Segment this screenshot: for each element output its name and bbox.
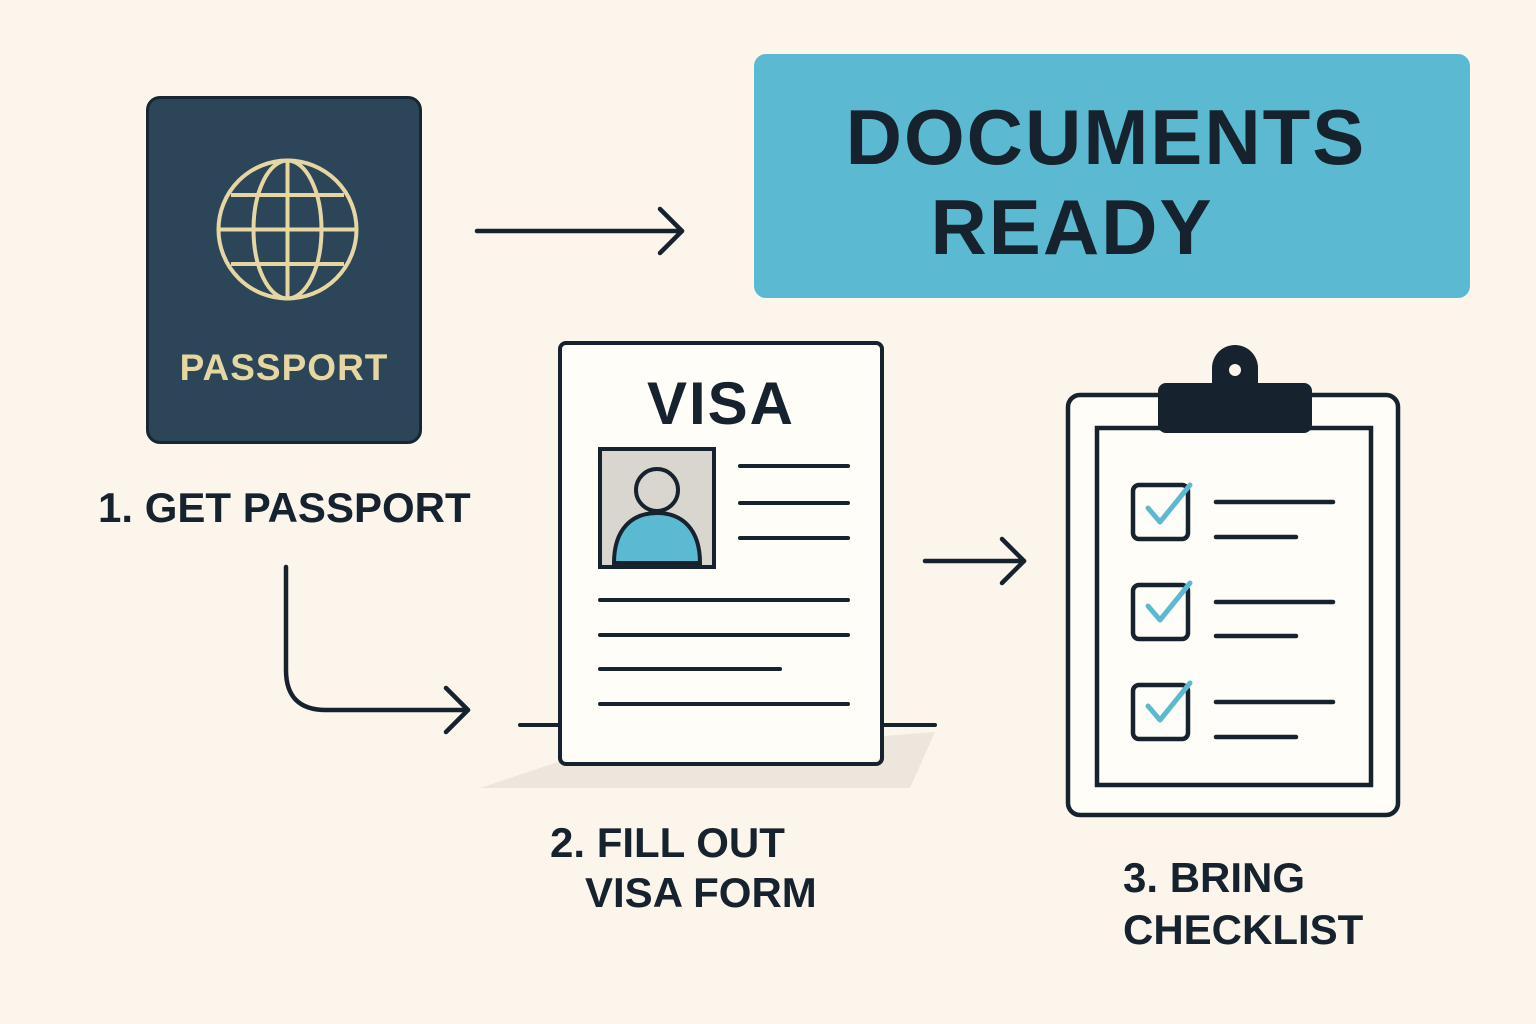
documents-ready-line2: READY: [930, 183, 1214, 271]
passport-cover-text: PASSPORT: [179, 347, 389, 388]
step-1-line1: 1. GET PASSPORT: [98, 484, 471, 531]
documents-ready-line1: DOCUMENTS: [845, 93, 1367, 181]
step-3-label-line2: CHECKLIST: [1123, 906, 1364, 953]
checkmark-icon: [1145, 580, 1193, 623]
step-2-label-line2: VISA FORM: [585, 869, 817, 916]
arrow-icon: [474, 206, 685, 256]
checkmark-icon: [1145, 680, 1193, 723]
globe-icon: [216, 158, 359, 301]
visa-form-icon: VISA: [558, 341, 884, 766]
person-icon: [611, 467, 703, 565]
visa-title: VISA: [646, 370, 796, 437]
step-2-label-line1: 2. FILL OUT: [550, 819, 785, 866]
checkmark-icon: [1145, 482, 1193, 525]
documents-ready-box: DOCUMENTS READY: [754, 54, 1470, 298]
step-1-label: 1. GET PASSPORT: [98, 483, 471, 533]
passport-icon: PASSPORT: [146, 96, 422, 444]
checklist-item: [1130, 680, 1336, 742]
checklist-item: [1130, 580, 1336, 642]
arrow-icon: [283, 564, 471, 735]
checklist-item: [1130, 482, 1336, 542]
step-3-label-line1: 3. BRING: [1123, 854, 1306, 901]
arrow-icon: [922, 536, 1027, 586]
visa-form-lines: [598, 447, 850, 706]
